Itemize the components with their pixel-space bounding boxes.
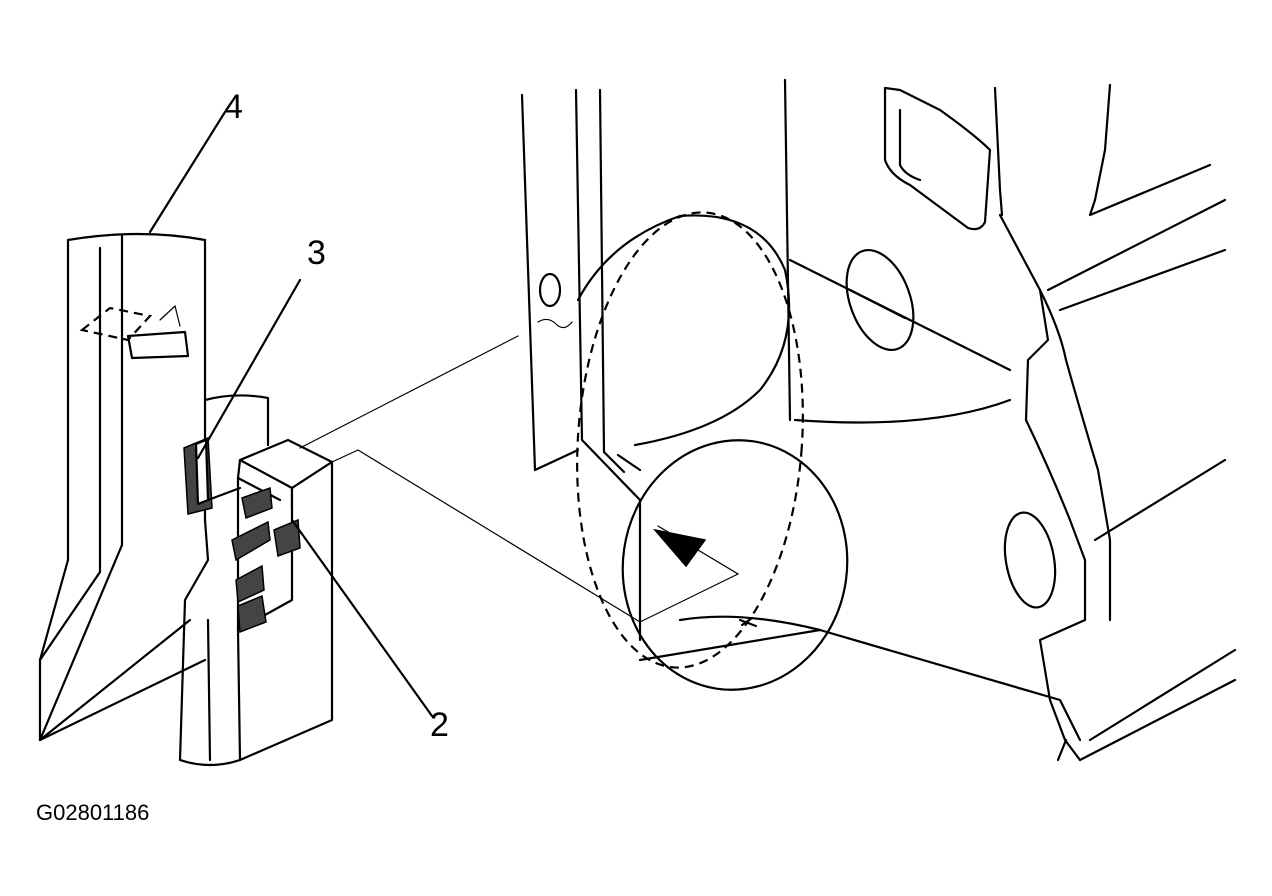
block-fastener <box>231 438 334 762</box>
figure-code: G02801186 <box>36 800 150 825</box>
callout-4: 4 <box>224 88 243 126</box>
leader-lines <box>148 110 740 718</box>
dashed-detail-ellipse <box>576 211 804 669</box>
left-pillar-bracket <box>38 232 270 767</box>
callout-2: 2 <box>430 706 449 744</box>
retainer-clip <box>183 436 242 515</box>
vehicle-body-panel <box>520 78 1237 762</box>
detail-circles <box>576 214 849 691</box>
callout-3: 3 <box>307 234 326 272</box>
